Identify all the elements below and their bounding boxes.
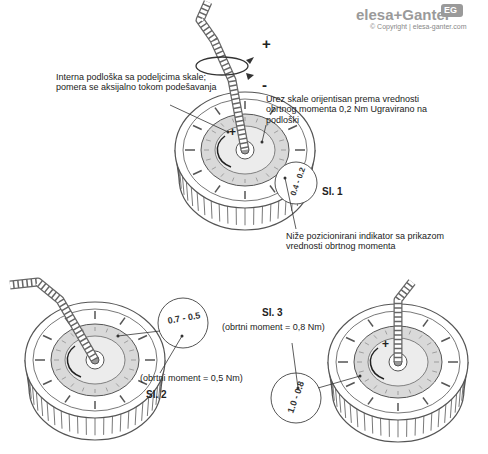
callout-note: Urez skale orijentisan prema vrednosti o…: [266, 94, 452, 125]
callout-note: Interna podloška sa podeljcima skale; po…: [56, 72, 228, 93]
figure-label: Sl. 3: [262, 307, 302, 319]
figure-label: Sl. 2: [146, 389, 186, 401]
callout-note: Niže pozicionirani indikator sa prikazom…: [286, 231, 458, 252]
leader-line: [118, 331, 160, 336]
hex-key: [10, 282, 95, 360]
figure-label: Sl. 1: [322, 186, 362, 198]
copyright: © Copyright | elesa-ganter.com: [370, 23, 480, 31]
leader-line: [262, 125, 266, 142]
logo-badge-text: EG: [444, 5, 462, 15]
plus-sign: +: [382, 338, 394, 352]
zoom-circle: [271, 373, 321, 423]
knob-drawing: [25, 302, 165, 440]
plus-sign: +: [229, 126, 241, 140]
leader-line: [170, 105, 228, 132]
logo-badge: [441, 4, 463, 17]
logo-text: elesa+Ganter: [356, 6, 442, 23]
zoom-circle: [158, 298, 208, 348]
torque-note: (obrtni moment = 0,8 Nm): [222, 322, 352, 332]
leader-line: [160, 336, 182, 373]
zoom-circle: [275, 162, 317, 204]
hex-key: [398, 282, 412, 362]
torque-note: (obrtni moment = 0,5 Nm): [140, 373, 270, 383]
leader-line: [318, 376, 360, 388]
hex-key: [200, 2, 245, 150]
plus-sign: +: [262, 35, 274, 52]
minus-sign: -: [262, 76, 274, 93]
